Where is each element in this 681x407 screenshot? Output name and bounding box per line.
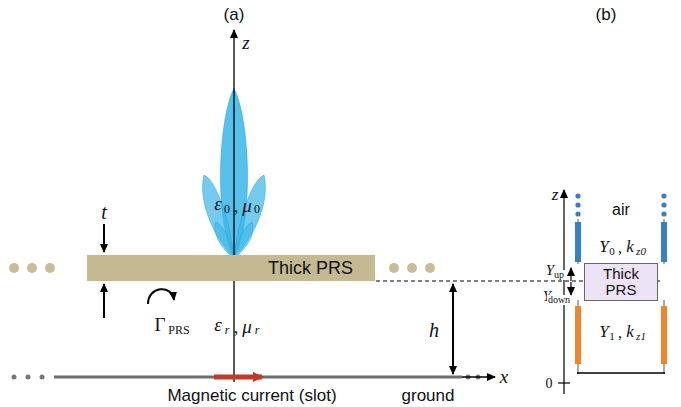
admittance-arrow xyxy=(570,268,571,281)
label: z1 xyxy=(635,331,647,342)
label: Magnetic current (slot) xyxy=(166,387,337,404)
label: z xyxy=(241,33,250,52)
z-axis xyxy=(563,190,564,394)
magnetic-current xyxy=(214,375,262,380)
prs-block: Thick PRS xyxy=(584,263,658,301)
prs-layer: Thick PRS xyxy=(87,255,375,281)
ground-plane xyxy=(12,375,496,380)
label: ε xyxy=(213,315,223,334)
label: , xyxy=(617,240,623,256)
label: k xyxy=(625,323,635,340)
label: , xyxy=(233,197,240,215)
label: 1 xyxy=(608,331,616,342)
label: air xyxy=(611,202,631,218)
label: Γ xyxy=(154,315,167,334)
label: x xyxy=(499,367,509,386)
label: up xyxy=(553,270,565,280)
node-text: Thick PRS xyxy=(268,259,353,278)
label: r xyxy=(224,324,231,336)
label: , xyxy=(617,325,623,341)
label: PRS xyxy=(167,324,190,336)
label: (a) xyxy=(223,6,246,23)
label: 0 xyxy=(223,203,231,215)
label: z xyxy=(551,186,560,203)
label: (b) xyxy=(595,6,618,23)
label: 0 xyxy=(253,203,261,215)
label: 0 xyxy=(545,377,554,391)
height-arrow xyxy=(452,290,454,374)
label: , xyxy=(233,318,240,336)
label: ground xyxy=(401,387,456,404)
label: t xyxy=(100,202,108,222)
thickness-arrow xyxy=(103,284,105,318)
label: 0 xyxy=(608,246,616,257)
axis-tick xyxy=(558,382,570,383)
label: h xyxy=(428,320,440,340)
label: z0 xyxy=(635,246,647,257)
label: down xyxy=(547,295,571,305)
reflection-arrow xyxy=(148,289,174,304)
node-text: Thick PRS xyxy=(588,266,654,298)
transmission-line xyxy=(575,193,667,374)
label: ε xyxy=(213,194,223,213)
label: μ xyxy=(241,196,253,215)
label: k xyxy=(625,238,635,255)
label: μ xyxy=(241,317,253,336)
label: r xyxy=(254,324,261,336)
admittance-arrow xyxy=(570,282,571,295)
thickness-arrow xyxy=(103,224,105,252)
